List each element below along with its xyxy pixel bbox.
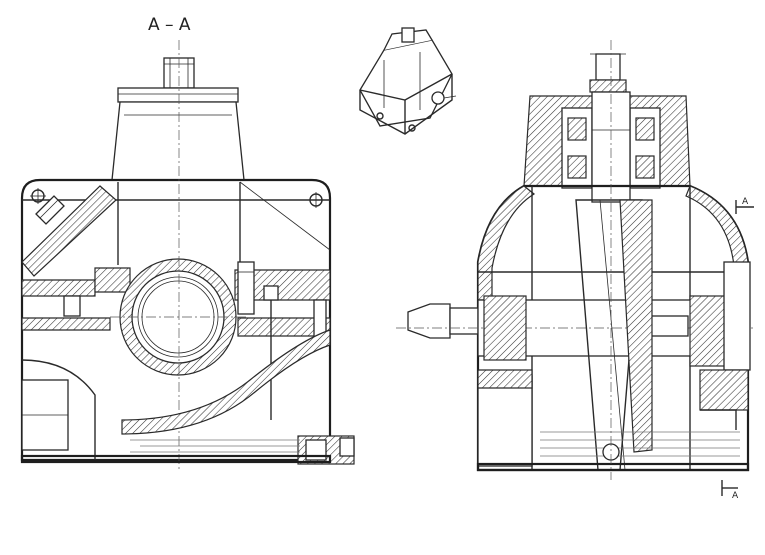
base-plate-left (20, 454, 332, 464)
output-shaft-top (589, 53, 627, 93)
isometric-view (359, 27, 457, 135)
right-flange (699, 261, 751, 430)
svg-text:A: A (732, 491, 739, 501)
upper-housing (111, 87, 245, 181)
section-bolts (63, 261, 327, 420)
left-section-view (20, 40, 355, 470)
drain-plug (297, 435, 355, 465)
main-housing (20, 178, 332, 462)
section-title: A – A (148, 15, 191, 35)
worm-wheel (110, 258, 246, 376)
oil-level-right (540, 431, 740, 461)
inspection-cover (21, 185, 117, 277)
section-marker-bottom: A (721, 480, 739, 501)
svg-text:A: A (742, 197, 749, 207)
tapered-rollers-top (567, 117, 655, 179)
bearing-tower (523, 91, 691, 203)
input-shaft-horizontal (396, 295, 755, 367)
lower-boss (21, 379, 69, 451)
lower-chamber (477, 369, 533, 467)
right-section-view (396, 40, 755, 480)
base-plate-right (476, 462, 750, 472)
section-marker-top: A (735, 197, 754, 214)
oil-level-left (130, 439, 300, 453)
